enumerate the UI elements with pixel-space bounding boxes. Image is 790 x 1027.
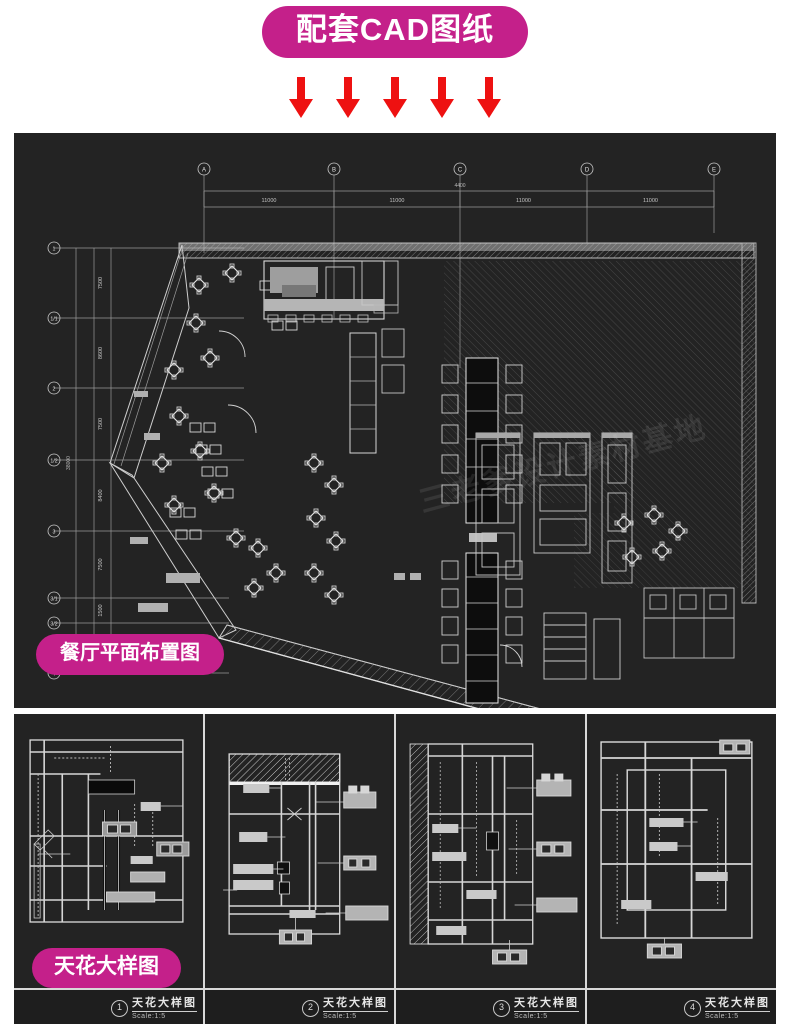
svg-text:38000: 38000 xyxy=(66,456,72,470)
left-dimension-label: 1500 xyxy=(98,604,104,616)
detail-number-3: 3 xyxy=(493,1000,510,1017)
detail-scale-3: Scale:1:5 xyxy=(514,1013,548,1020)
grid-bubble-left-2: 2 xyxy=(47,381,61,395)
grid-bubble-left-3: 3 xyxy=(47,524,61,538)
top-dimension-label: 11000 xyxy=(390,198,405,204)
detail-caption-1: 1 天花大样图 Scale:1:5 xyxy=(14,988,203,1024)
top-grid-bubble-group: A B C D E xyxy=(197,162,721,183)
svg-text:2: 2 xyxy=(53,386,56,392)
svg-text:A: A xyxy=(202,168,206,174)
top-dimension-label: 11000 xyxy=(516,198,531,204)
detail-title-2: 天花大样图 xyxy=(323,994,388,1012)
detail-caption-2: 2 天花大样图 Scale:1:5 xyxy=(205,988,394,1024)
arrow-down-icon xyxy=(383,77,407,118)
detail-scale-2: Scale:1:5 xyxy=(323,1013,357,1020)
grid-bubble-top-C: C xyxy=(453,162,467,183)
detail-scale-4: Scale:1:5 xyxy=(705,1013,739,1020)
svg-text:B: B xyxy=(332,168,336,174)
detail-panel-2: 三老爹设计素材基地 2 天花大样图 Scale:1:5 xyxy=(205,714,396,1024)
grid-bubble-left-1-1: 1/1 xyxy=(47,311,61,325)
grid-bubble-left-3-2: 3/2 xyxy=(47,616,61,630)
ceiling-detail-drawing-3 xyxy=(396,714,585,1024)
left-dimension-label: 8600 xyxy=(98,347,104,359)
detail-number-2: 2 xyxy=(302,1000,319,1017)
detail-title-4: 天花大样图 xyxy=(705,994,770,1012)
left-dimension-label: 7500 xyxy=(98,418,104,430)
grid-bubble-top-B: B xyxy=(327,162,341,183)
left-dimension-label: 7500 xyxy=(98,558,104,570)
grid-bubble-left-1: 1 xyxy=(47,241,61,255)
ceiling-detail-caption-pill: 天花大样图 xyxy=(32,948,181,989)
svg-text:3/1: 3/1 xyxy=(50,596,57,602)
top-dimension-label: 11000 xyxy=(262,198,277,204)
svg-text:E: E xyxy=(712,168,716,174)
ceiling-detail-drawing-2 xyxy=(205,714,394,1024)
detail-caption-3: 3 天花大样图 Scale:1:5 xyxy=(396,988,585,1024)
arrow-down-icon xyxy=(289,77,313,118)
svg-text:D: D xyxy=(585,168,590,174)
svg-text:1/1: 1/1 xyxy=(50,316,57,322)
floor-plan-caption-pill: 餐厅平面布置图 xyxy=(36,634,224,675)
svg-text:4400: 4400 xyxy=(454,183,465,189)
arrow-down-icon xyxy=(336,77,360,118)
left-dimension-label: 7500 xyxy=(98,277,104,289)
detail-caption-4: 4 天花大样图 Scale:1:5 xyxy=(587,988,776,1024)
detail-number-4: 4 xyxy=(684,1000,701,1017)
title-banner-container: 配套CAD图纸 xyxy=(0,4,790,60)
detail-panel-4: 4 天花大样图 Scale:1:5 xyxy=(587,714,776,1024)
top-dimension-labels: 11000 11000 11000 11000 xyxy=(262,198,658,204)
grid-bubble-top-A: A xyxy=(197,162,211,183)
detail-panel-3: 3 天花大样图 Scale:1:5 xyxy=(396,714,587,1024)
detail-title-3: 天花大样图 xyxy=(514,994,579,1012)
svg-text:1: 1 xyxy=(53,246,56,252)
arrow-down-icon xyxy=(430,77,454,118)
svg-text:3: 3 xyxy=(53,529,56,535)
arrow-row xyxy=(0,74,790,122)
grid-bubble-left-3-1: 3/1 xyxy=(47,591,61,605)
grid-bubble-top-D: D xyxy=(580,162,594,183)
ceiling-detail-drawing-4 xyxy=(587,714,776,1024)
detail-title-1: 天花大样图 xyxy=(132,994,197,1012)
left-dimension-labels: 7500 8600 7500 8400 7500 1500 xyxy=(98,277,104,617)
top-dimension-label: 11000 xyxy=(643,198,658,204)
arrow-down-icon xyxy=(477,77,501,118)
svg-text:C: C xyxy=(458,168,463,174)
grid-bubble-top-E: E xyxy=(707,162,721,183)
grid-bubble-left-1-2: 1/2 xyxy=(47,453,61,467)
detail-scale-1: Scale:1:5 xyxy=(132,1013,166,1020)
svg-text:1/2: 1/2 xyxy=(50,458,57,464)
svg-text:3/2: 3/2 xyxy=(50,621,57,627)
ceiling-detail-strip: 三老爹设计素材基地 1 天花大样图 Scale:1:5 xyxy=(14,714,776,1024)
left-dimension-label: 8400 xyxy=(98,489,104,501)
page-title-banner: 配套CAD图纸 xyxy=(261,5,529,59)
detail-number-1: 1 xyxy=(111,1000,128,1017)
